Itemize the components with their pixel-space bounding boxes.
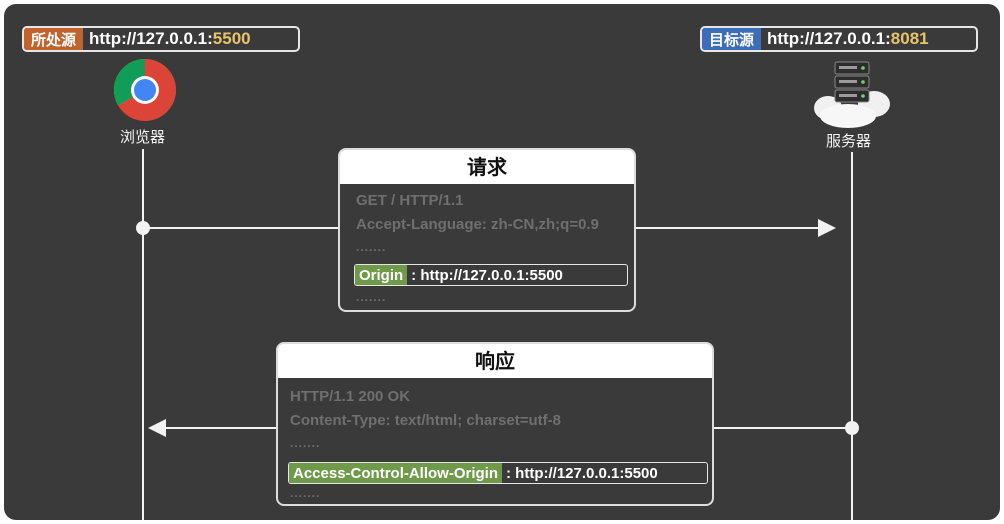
request-line: Accept-Language: zh-CN,zh;q=0.9 — [356, 216, 599, 233]
server-caption: 服务器 — [826, 133, 872, 150]
response-arrowhead — [148, 419, 166, 437]
response-line: HTTP/1.1 200 OK — [290, 388, 411, 405]
source-origin-label: 所处源 — [24, 28, 84, 50]
request-title: 请求 — [467, 155, 507, 179]
target-origin-url: http://127.0.0.1:8081 — [767, 29, 929, 48]
browser-caption: 浏览器 — [120, 129, 166, 146]
response-acao-key: Access-Control-Allow-Origin — [289, 463, 503, 483]
request-origin-key: Origin — [355, 265, 408, 285]
request-origin-header: Origin : http://127.0.0.1:5500 — [354, 264, 628, 286]
response-acao-value: : http://127.0.0.1:5500 — [506, 464, 658, 482]
request-ellipsis: ....... — [356, 240, 387, 254]
target-origin-label: 目标源 — [702, 28, 762, 50]
source-port: 5500 — [212, 29, 251, 48]
source-origin-url: http://127.0.0.1:5500 — [89, 29, 251, 48]
response-body: HTTP/1.1 200 OK Content-Type: text/html;… — [278, 378, 712, 504]
response-title: 响应 — [475, 349, 515, 373]
chrome-icon — [113, 58, 177, 121]
response-ellipsis: ....... — [290, 486, 321, 500]
request-origin-value: : http://127.0.0.1:5500 — [411, 266, 563, 284]
request-arrowhead — [818, 219, 836, 237]
request-line: GET / HTTP/1.1 — [356, 192, 464, 209]
response-acao-header: Access-Control-Allow-Origin : http://127… — [288, 462, 708, 484]
target-origin-tag: 目标源 http://127.0.0.1:8081 — [700, 26, 978, 52]
response-ellipsis: ....... — [290, 436, 321, 450]
server-cloud-icon — [814, 61, 890, 128]
source-origin-tag: 所处源 http://127.0.0.1:5500 — [22, 26, 300, 52]
cors-diagram: 所处源 http://127.0.0.1:5500 目标源 http://127… — [4, 4, 1000, 520]
response-start-dot — [845, 421, 859, 435]
request-start-dot — [136, 221, 150, 235]
response-line: Content-Type: text/html; charset=utf-8 — [290, 412, 561, 429]
request-body: GET / HTTP/1.1 Accept-Language: zh-CN,zh… — [340, 184, 634, 310]
request-box: 请求 GET / HTTP/1.1 Accept-Language: zh-CN… — [338, 148, 636, 312]
response-box: 响应 HTTP/1.1 200 OK Content-Type: text/ht… — [276, 342, 714, 506]
request-ellipsis: ....... — [356, 290, 387, 304]
diagram-lines — [113, 58, 890, 520]
target-port: 8081 — [890, 29, 929, 48]
